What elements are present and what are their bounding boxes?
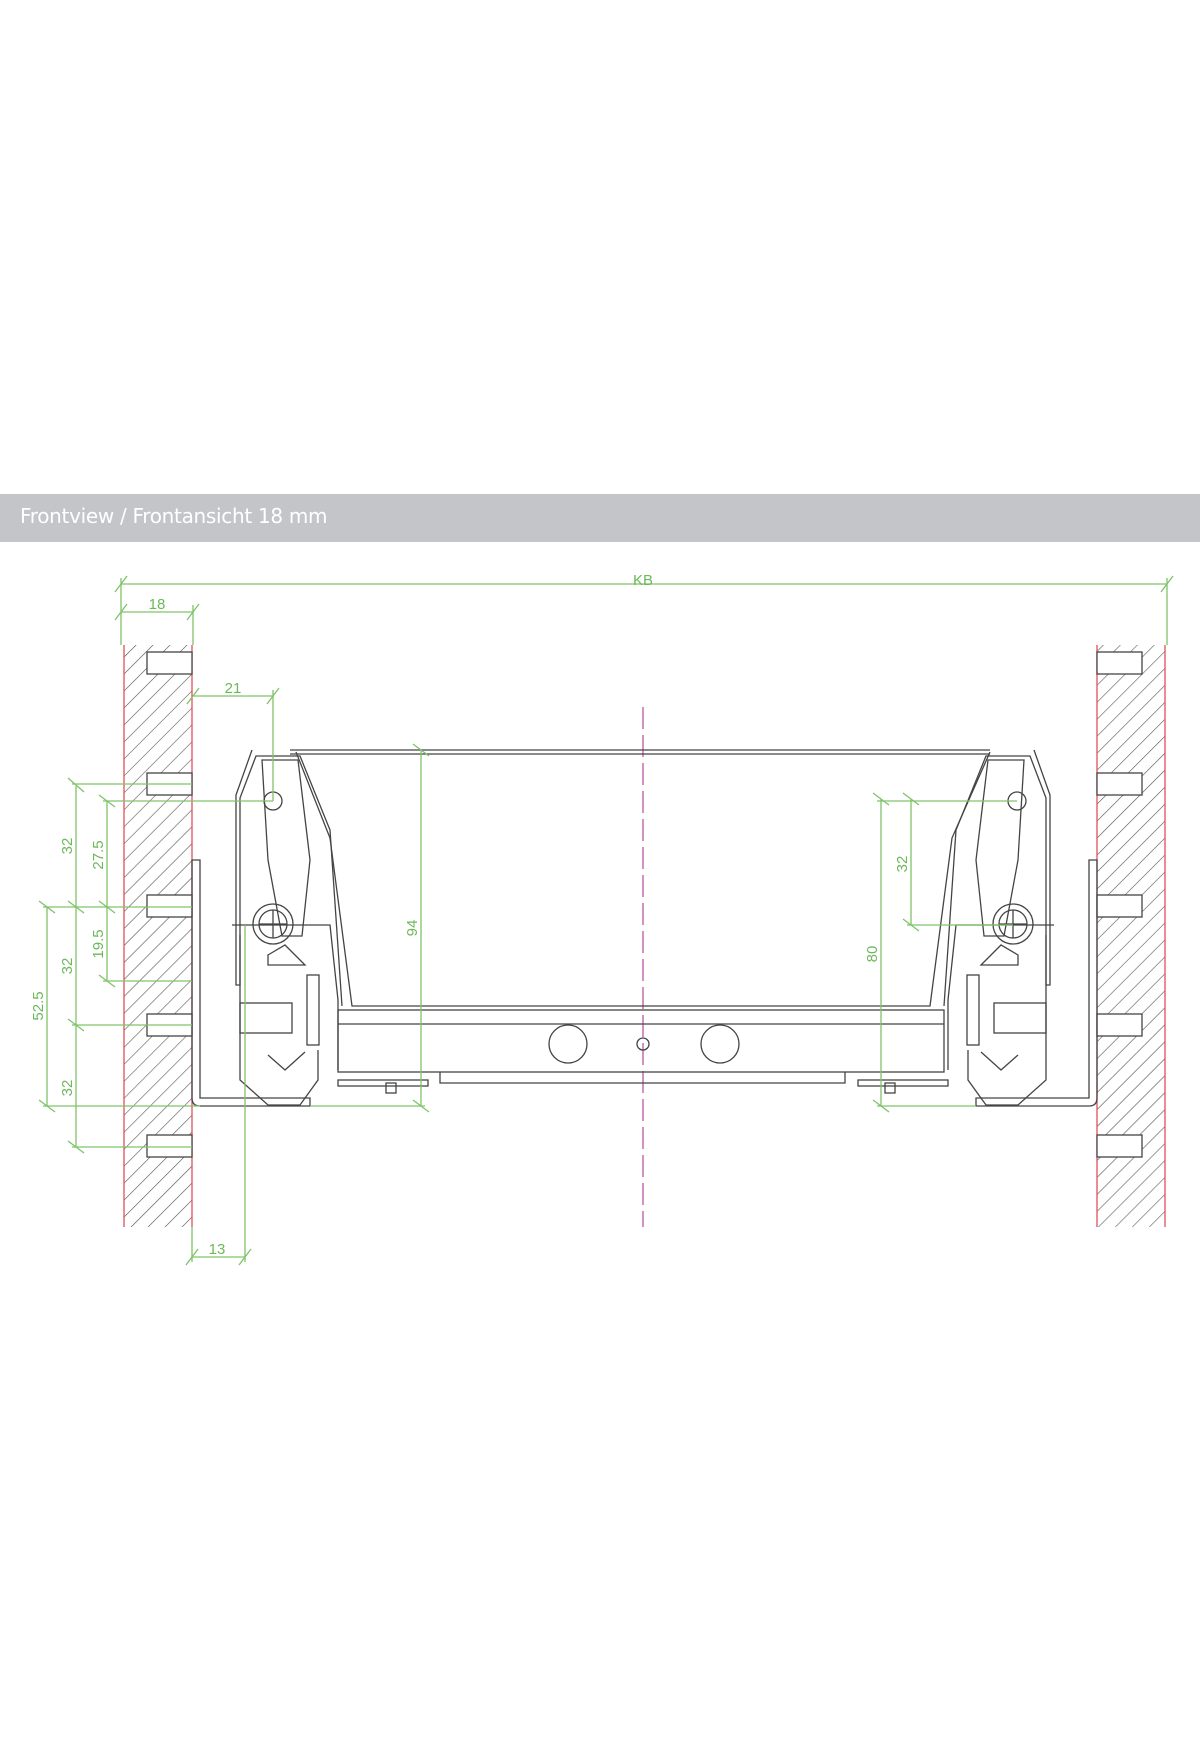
dim-label-80: 80 (864, 946, 881, 963)
right-front-bracket (943, 749, 1051, 1007)
dim-label-18: 18 (149, 596, 166, 613)
right-cabinet-panel (1096, 645, 1166, 1227)
dim-label-right-32: 32 (894, 856, 911, 873)
section-title: Frontview / Frontansicht 18 mm (20, 504, 328, 528)
left-cabinet-panel (123, 645, 193, 1227)
section-header: Frontview / Frontansicht 18 mm (0, 494, 1200, 542)
dim-label-21: 21 (225, 680, 242, 697)
right-runner (947, 859, 1098, 1107)
left-front-bracket (235, 749, 343, 1007)
dim-label-left-32-bottom: 32 (59, 1080, 76, 1097)
dim-label-left-32-middle: 32 (59, 958, 76, 975)
dim-label-kb: KB (633, 572, 653, 589)
dim-label-left-32-top: 32 (59, 838, 76, 855)
dim-label-27-5: 27.5 (90, 840, 107, 869)
dim-label-94: 94 (404, 920, 421, 937)
dimension-lines (38, 575, 1174, 1266)
dim-label-13: 13 (209, 1241, 226, 1258)
dim-label-19-5: 19.5 (90, 929, 107, 958)
dim-label-52-5: 52.5 (30, 991, 47, 1020)
left-runner (191, 859, 339, 1107)
